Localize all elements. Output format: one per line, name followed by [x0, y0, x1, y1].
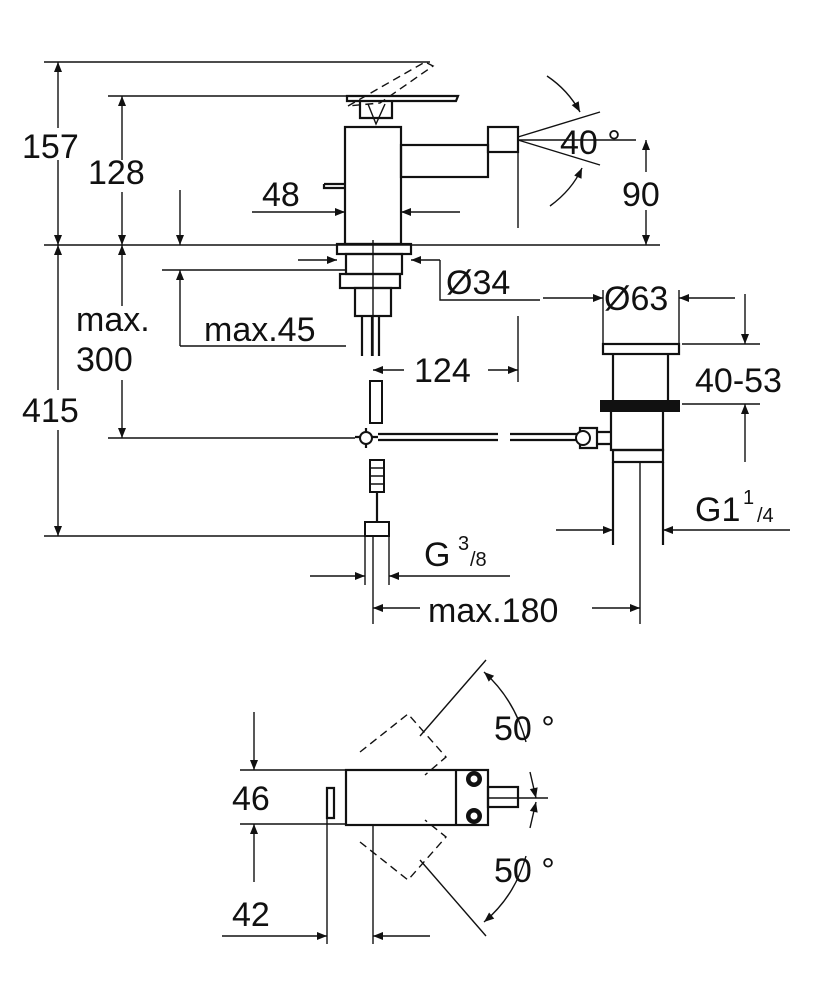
angle-guide-upper — [419, 659, 487, 737]
label-128: 128 — [88, 154, 145, 192]
lever-alt-position-outline — [347, 61, 435, 107]
waste-ball-joint — [575, 430, 591, 446]
popup-rod — [322, 182, 345, 190]
label-g-3-8-sup: 3 — [458, 533, 469, 555]
label-g-3-8-sub: /8 — [470, 549, 487, 571]
label-48: 48 — [262, 176, 300, 214]
lever-base — [358, 101, 394, 120]
valve-knob — [359, 431, 373, 445]
label-max-180: max.180 — [428, 592, 558, 630]
waste-tailpipe — [611, 462, 665, 545]
label-diameter-63: Ø63 — [604, 280, 668, 318]
label-42: 42 — [232, 896, 270, 934]
dim-50-arc-upper — [483, 671, 527, 743]
label-415: 415 — [22, 392, 79, 430]
waste-nut — [600, 400, 680, 412]
waste-side-tube — [597, 430, 611, 446]
handle-rotated-down — [359, 819, 448, 881]
dimension-labels: 157 128 48 40 ° 90 Ø34 Ø63 max. max.45 3… — [22, 124, 782, 630]
waste-lower-body — [609, 412, 665, 452]
supply-hoses — [360, 316, 381, 356]
hose-connector — [364, 521, 390, 537]
mount-nut — [344, 252, 404, 276]
faucet-body — [343, 125, 403, 246]
lever-handle — [345, 94, 460, 103]
dim-50-arc-lower — [483, 855, 527, 923]
label-40-deg: 40 ° — [560, 124, 621, 162]
fixing-hole-top-inner — [470, 775, 478, 783]
dim-40-arc-top — [546, 75, 581, 113]
dim-g38-ext — [364, 536, 390, 624]
top-view-labels: 50 ° 46 50 ° 42 — [232, 710, 555, 934]
dim-63-ext — [602, 290, 680, 344]
spout-nozzle — [486, 125, 520, 154]
dim-34-leader — [439, 260, 540, 301]
angle-guide-lower — [419, 859, 487, 937]
label-157: 157 — [22, 128, 79, 166]
fixing-hole-bottom-inner — [470, 812, 478, 820]
dim-50-arc-upper-end — [529, 771, 538, 799]
label-g-3-8: G — [424, 536, 450, 574]
lever-pivot — [367, 103, 386, 126]
label-50-deg-lower: 50 ° — [494, 852, 555, 890]
faucet-spout — [399, 143, 490, 179]
label-diameter-34: Ø34 — [446, 264, 510, 302]
popup-link-rod-2 — [510, 432, 580, 442]
label-g-1-quarter-sub: /4 — [757, 505, 774, 527]
label-max-45: max.45 — [204, 311, 316, 349]
popup-waste — [575, 342, 681, 545]
waste-cap — [601, 342, 681, 356]
faucet-top-view — [222, 659, 548, 944]
dim-50-arc-lower-start — [529, 801, 538, 829]
label-g-1-quarter: G1 — [695, 491, 740, 529]
label-300: 300 — [76, 341, 133, 379]
popup-link-rod — [378, 432, 498, 442]
waste-body — [611, 354, 670, 400]
dim-40-arc-bottom — [549, 167, 583, 207]
top-spout-nozzle — [486, 785, 520, 809]
label-50-deg-upper: 50 ° — [494, 710, 555, 748]
dimension-lines — [44, 61, 790, 624]
label-90: 90 — [622, 176, 660, 214]
handle-rotated-up — [359, 713, 447, 776]
label-124: 124 — [414, 352, 471, 390]
top-popup-rod — [325, 786, 336, 820]
flex-hose-ribs — [370, 467, 384, 485]
mount-washer — [338, 272, 402, 290]
label-40-53: 40-53 — [695, 362, 782, 400]
hose-segment — [369, 380, 383, 424]
label-46: 46 — [232, 780, 270, 818]
label-max: max. — [76, 301, 150, 339]
waste-tail-collar — [611, 448, 665, 464]
spray-line-bottom — [517, 139, 601, 166]
label-g-1-quarter-sup: 1 — [743, 487, 754, 509]
spray-line-top — [517, 111, 601, 138]
